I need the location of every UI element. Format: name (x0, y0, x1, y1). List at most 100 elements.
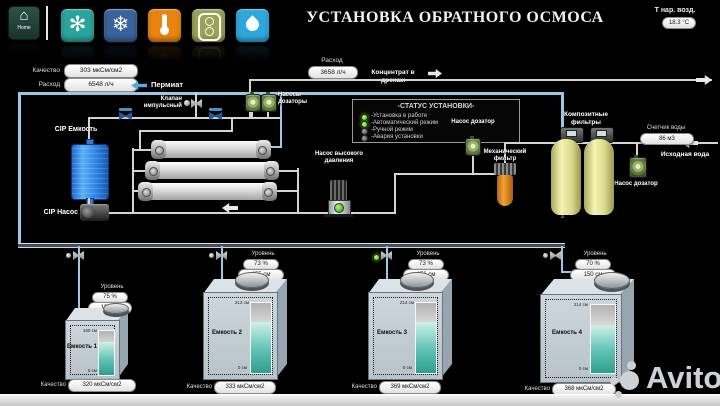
status-item: -Установка в работе (371, 113, 428, 119)
drain-arrow-icon (428, 69, 442, 78)
water-drop-icon (243, 15, 262, 34)
manifold-valve-top (119, 108, 132, 111)
tank1-level-label: Уровень (100, 284, 124, 290)
dosing-pump-right-icon[interactable] (629, 155, 647, 178)
tank3-valve-icon[interactable] (381, 251, 392, 260)
concentrate-drain-label: Концентрат в дренаж (371, 69, 415, 84)
tank-gauge-max: 213 см (234, 300, 249, 305)
ro-membrane-1[interactable] (151, 140, 271, 159)
home-button[interactable]: ⌂ Home (8, 6, 40, 40)
tank2-valve-icon[interactable] (216, 251, 227, 260)
tank2-valve-knob (209, 253, 214, 258)
source-water-label: Исходная вода (660, 151, 710, 158)
tank2-quality-label: Качество (186, 384, 212, 390)
water-button[interactable] (235, 8, 270, 43)
watermark-logo-dot (620, 371, 639, 390)
tank-3: 214 см 0 см Емкость 3 (366, 272, 456, 382)
tank-gauge-min: 0 см (402, 365, 412, 370)
dosing-pump-2-icon[interactable] (261, 92, 277, 112)
membrane-permeate-stub (268, 146, 282, 148)
tank-level-fill (591, 325, 615, 373)
mech-filter-icon[interactable] (497, 175, 513, 206)
outlet-icon (198, 13, 221, 41)
cip-tank[interactable] (71, 144, 109, 200)
tank-name: Емкость 3 (377, 330, 407, 336)
tank-dotted-border (545, 299, 617, 378)
concentrate-pipe (250, 79, 712, 81)
filter-head-screen (596, 130, 607, 137)
cip-top-pipe (88, 117, 90, 145)
outdoor-temp-label: Т нар. возд. (654, 7, 696, 14)
fan-button[interactable]: ✻ (60, 8, 95, 43)
tank-level-fill (99, 342, 114, 375)
tank3-quality-value: 369 мкСм/см2 (379, 381, 441, 394)
ro-membrane-2[interactable] (145, 161, 279, 180)
membrane-bolt-icon (149, 167, 158, 176)
tank-side-face (118, 308, 128, 378)
membrane-top-pipe (139, 130, 233, 132)
composite-filter-1[interactable] (551, 139, 581, 215)
filter-feed-pipe (394, 173, 498, 175)
tank-side-face (276, 279, 287, 378)
impulse-valve-knob (184, 100, 190, 106)
permeate-quality-value: 303 мкСм/см2 (64, 64, 138, 78)
status-led (361, 121, 368, 128)
hp-pump-motor-icon (330, 180, 347, 200)
hp-pump-led (334, 203, 344, 213)
outdoor-temp-value: 18.3 °C (662, 17, 696, 29)
hp-pump-label: Насос высокого давления (314, 151, 364, 165)
tank-lid (235, 272, 269, 288)
composite-filters-label: Композитные фильтры (564, 111, 608, 126)
watermark-logo-dot (615, 391, 622, 398)
power-button[interactable] (191, 8, 226, 43)
permeate-pipe-top (18, 92, 564, 95)
tank-gauge-min: 0 см (237, 365, 247, 370)
tank4-valve-knob (543, 253, 548, 258)
home-label: Home (17, 25, 31, 31)
membrane-bolt-icon (264, 188, 273, 197)
tank-dotted-border (373, 297, 438, 375)
status-led (361, 135, 368, 142)
tank4-level-label: Уровень (583, 251, 607, 257)
tank1-valve-knob (66, 253, 71, 258)
tank-level-gauge (590, 304, 616, 374)
tank-level-gauge (250, 302, 272, 374)
cip-pump-icon[interactable] (80, 204, 109, 221)
dosing-pump-stub (251, 110, 253, 118)
tank4-feed-pipe (561, 246, 563, 273)
tank-gauge-max: 214 см (399, 300, 414, 305)
tank-lid (400, 272, 434, 288)
watermark-text: Avito (646, 360, 720, 395)
impulse-valve-icon[interactable] (191, 99, 202, 108)
dosing-pump-mid-icon[interactable] (465, 136, 481, 156)
ro-membrane-3[interactable] (138, 182, 277, 201)
cip-tank-label: CIP Емкость (54, 126, 98, 133)
hp-pump-base (324, 214, 353, 217)
snowflake-icon: ❄ (111, 13, 130, 36)
tank-2: 213 см 0 см Емкость 2 (201, 272, 291, 382)
heating-button[interactable] (147, 8, 182, 43)
concentrate-flow-value: 3658 л/ч (308, 66, 358, 79)
fan-icon: ✻ (68, 13, 87, 36)
watermark-logo-dot (627, 361, 636, 370)
manifold-valve-icon[interactable] (119, 112, 132, 120)
page-title: УСТАНОВКА ОБРАТНОГО ОСМОСА (306, 9, 604, 26)
permeate-flow-label: Расход (38, 81, 60, 88)
tank-side-face (441, 279, 452, 378)
status-item: -Авария установки (371, 134, 423, 140)
mech-filter-cap-icon (494, 163, 516, 175)
membrane-left-drop (139, 130, 141, 151)
tank-level-fill (251, 321, 271, 373)
tank4-valve-icon[interactable] (550, 251, 561, 260)
concentrate-flow-label: Расход (321, 57, 343, 64)
cooling-button[interactable]: ❄ (103, 8, 138, 43)
tank1-valve-icon[interactable] (73, 251, 84, 260)
membrane-stub (277, 170, 299, 172)
flow-arrow-icon (222, 203, 238, 213)
manifold-valve-icon[interactable] (209, 112, 222, 120)
status-led (361, 128, 368, 135)
permeate-flow-value: 6548 л/ч (64, 78, 138, 92)
dosing-pump-1-icon[interactable] (245, 92, 261, 112)
composite-filter-2[interactable] (584, 139, 614, 215)
tank2-feed-pipe (221, 246, 223, 288)
